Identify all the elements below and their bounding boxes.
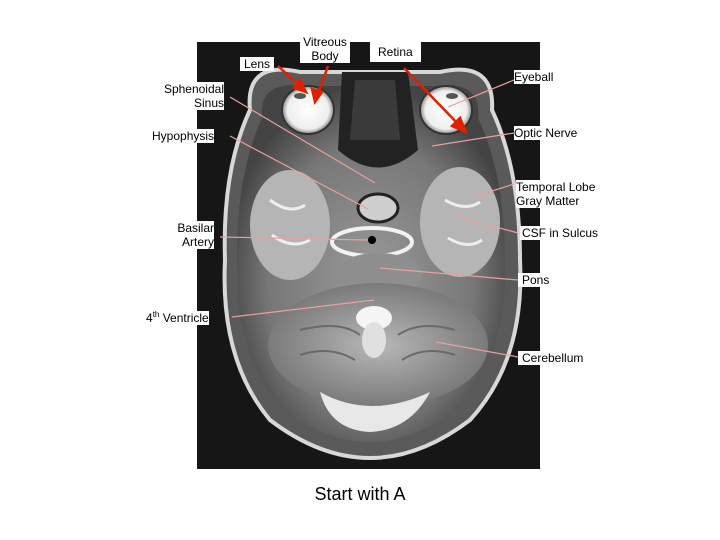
right-temporal-lobe bbox=[420, 167, 500, 277]
label-hypophysis-text: Hypophysis bbox=[152, 129, 215, 143]
label-cerebellum: Cerebellum bbox=[518, 351, 588, 365]
label-lens: Lens bbox=[240, 57, 275, 71]
label-vitreous-body: Vitreous Body bbox=[300, 35, 350, 63]
left-eyeball bbox=[281, 85, 335, 135]
arrow-retina bbox=[403, 67, 461, 127]
label-temporal-lobe: Temporal Lobe Gray Matter bbox=[516, 180, 596, 208]
label-fourth-ventricle: 4th Ventricle bbox=[146, 311, 209, 325]
leader-line-pons bbox=[379, 267, 519, 281]
label-sphenoidal-sinus-line2: Sinus bbox=[193, 96, 224, 110]
label-fourth-ventricle-superscript: th bbox=[152, 310, 160, 319]
label-sphenoidal-sinus-line1: Sphenoidal bbox=[163, 82, 224, 96]
label-fourth-ventricle-text: Ventricle bbox=[159, 311, 209, 325]
leader-line-fourth-ventricle bbox=[231, 299, 375, 318]
label-lens-text: Lens bbox=[244, 57, 271, 71]
label-eyeball: Eyeball bbox=[514, 70, 554, 84]
leader-line-cerebellum bbox=[435, 341, 519, 358]
leader-line-csf-in-sulcus bbox=[454, 215, 519, 234]
label-temporal-lobe-line1: Temporal Lobe bbox=[516, 180, 596, 194]
label-eyeball-text: Eyeball bbox=[514, 70, 554, 84]
leader-line-eyeball bbox=[447, 79, 515, 108]
fourth-ventricle-region bbox=[356, 306, 392, 330]
label-vitreous-body-line1: Vitreous bbox=[303, 35, 347, 49]
label-pons-text: Pons bbox=[522, 273, 550, 287]
label-hypophysis: Hypophysis bbox=[152, 129, 215, 143]
label-optic-nerve-text: Optic Nerve bbox=[514, 126, 578, 140]
arrow-vitreous-body bbox=[316, 65, 330, 95]
label-pons: Pons bbox=[518, 273, 554, 287]
leader-line-hypophysis bbox=[229, 135, 369, 210]
arrow-lens bbox=[277, 65, 301, 87]
label-basilar-artery-line1: Basilar bbox=[177, 221, 214, 235]
label-optic-nerve: Optic Nerve bbox=[514, 126, 578, 140]
label-sphenoidal-sinus: Sphenoidal Sinus bbox=[150, 82, 224, 110]
label-fourth-ventricle-number: 4 bbox=[146, 311, 153, 325]
label-retina: Retina bbox=[370, 42, 421, 62]
label-cerebellum-text: Cerebellum bbox=[522, 351, 584, 365]
leader-line-sphenoidal-sinus bbox=[229, 96, 376, 184]
label-csf-in-sulcus: CSF in Sulcus bbox=[520, 226, 601, 240]
highlight-arrows bbox=[277, 65, 469, 135]
leader-line-basilar-artery bbox=[219, 236, 369, 241]
label-basilar-artery: Basilar Artery bbox=[166, 221, 214, 249]
label-temporal-lobe-line2: Gray Matter bbox=[516, 194, 580, 208]
label-retina-text: Retina bbox=[378, 45, 413, 59]
label-csf-in-sulcus-text: CSF in Sulcus bbox=[522, 226, 599, 240]
hypophysis-region bbox=[356, 192, 400, 224]
left-temporal-lobe bbox=[250, 170, 330, 280]
label-basilar-artery-line2: Artery bbox=[181, 235, 214, 249]
leader-line-temporal-lobe bbox=[469, 183, 515, 199]
basilar-artery-dot bbox=[368, 236, 376, 244]
leader-lines bbox=[219, 79, 519, 358]
caption: Start with A bbox=[314, 484, 406, 504]
leader-line-optic-nerve bbox=[431, 132, 515, 147]
label-vitreous-body-line2: Body bbox=[311, 49, 339, 63]
